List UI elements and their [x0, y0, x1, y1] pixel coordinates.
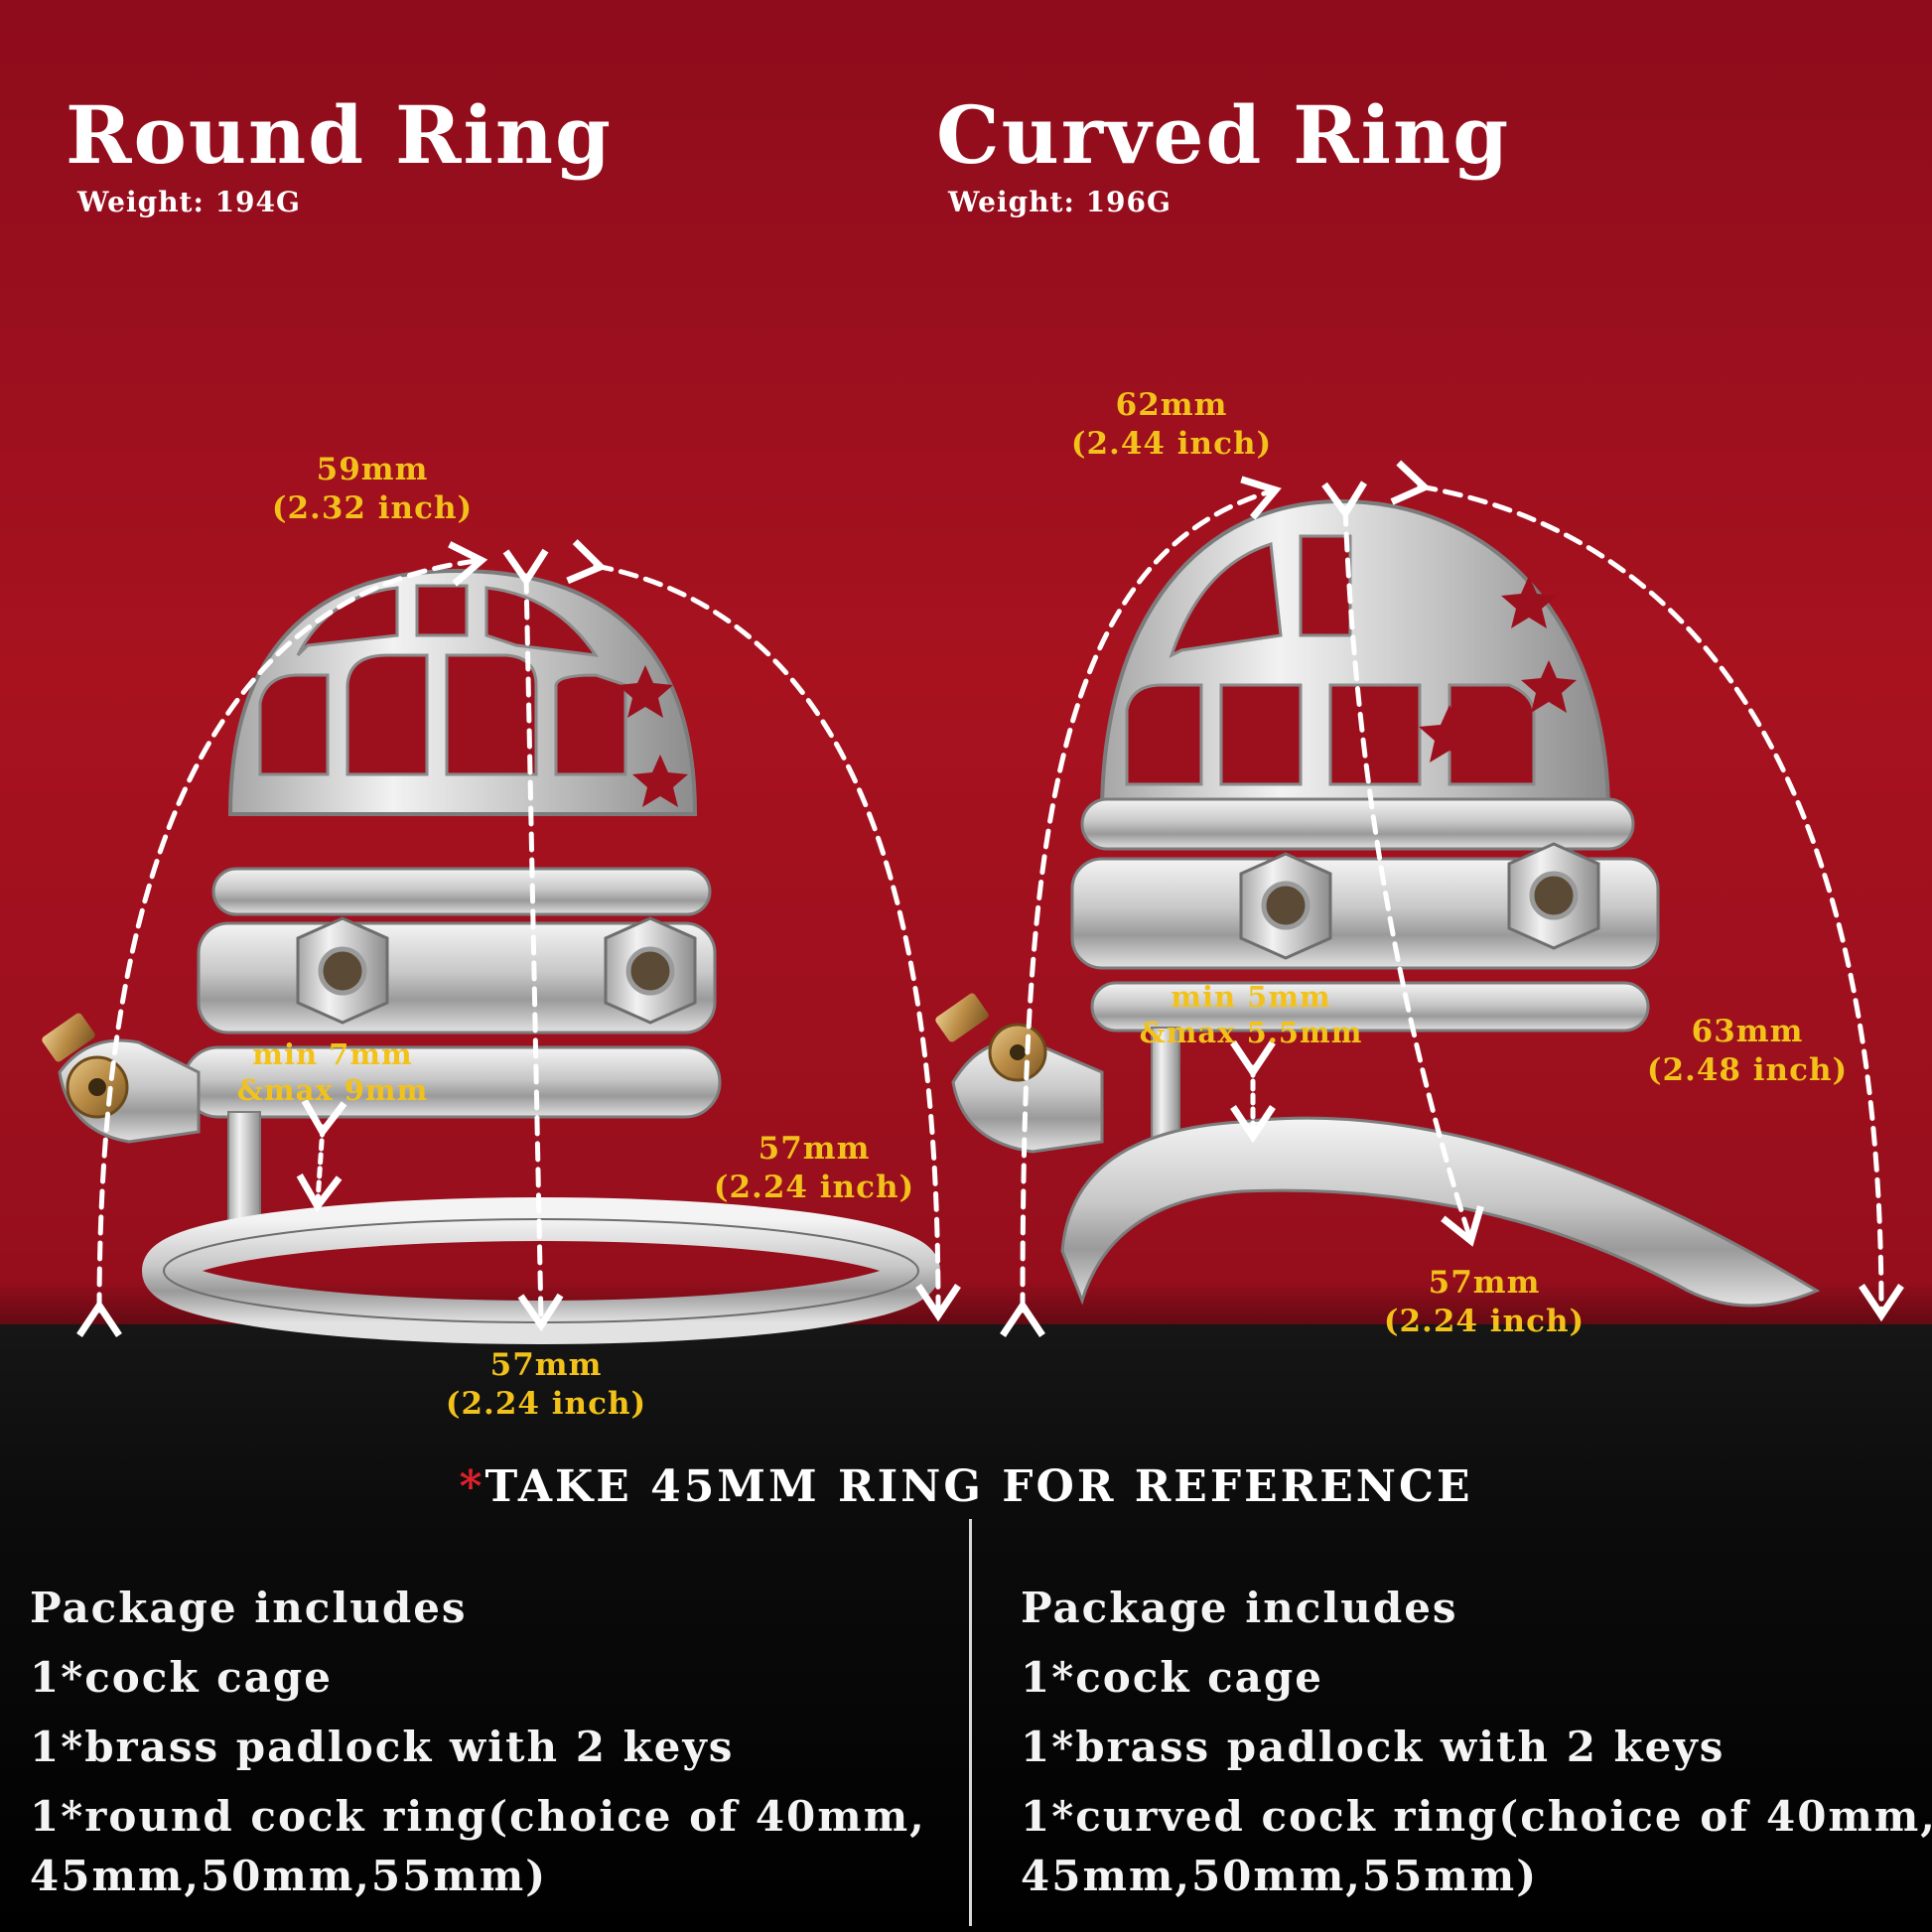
round-side-arrow [566, 539, 961, 1322]
package-item: 45mm,50mm,55mm) [30, 1852, 548, 1900]
curved-bottom-dimension: 57mm(2.24 inch) [1383, 1265, 1586, 1339]
package-item: 1*round cock ring(choice of 40mm, [30, 1792, 926, 1841]
package-list-round: Package includes 1*cock cage 1*brass pad… [30, 1574, 926, 1911]
package-list-curved: Package includes 1*cock cage 1*brass pad… [1021, 1574, 1932, 1911]
round-arc-dimension: 59mm(2.32 inch) [271, 452, 474, 526]
round-ring-cage [42, 568, 940, 1344]
package-item: 1*brass padlock with 2 keys [1021, 1723, 1725, 1771]
package-heading: Package includes [1021, 1584, 1458, 1632]
curved-height-arrow [1321, 481, 1484, 1247]
curved-ring-cage [935, 498, 1821, 1308]
reference-note-text: TAKE 45MM RING FOR REFERENCE [484, 1461, 1473, 1512]
curved-gap-dimension: min 5mm&max 5.5mm [1139, 980, 1363, 1050]
dimension-arrows [76, 460, 1904, 1337]
curved-ring-weight: Weight: 196G [948, 186, 1172, 218]
round-ring-weight: Weight: 194G [77, 186, 301, 218]
curved-arc-dimension: 62mm(2.44 inch) [1070, 387, 1273, 462]
package-item: 1*cock cage [1021, 1653, 1323, 1702]
asterisk: * [459, 1461, 485, 1512]
round-bottom-dimension: 57mm(2.24 inch) [445, 1347, 647, 1422]
curved-ring-title: Curved Ring [936, 88, 1511, 182]
package-item: 1*brass padlock with 2 keys [30, 1723, 735, 1771]
round-gap-arrow [296, 1098, 347, 1213]
curved-arc-arrow [1000, 476, 1282, 1337]
round-side-dimension: 57mm(2.24 inch) [713, 1131, 915, 1205]
round-gap-dimension: min 7mm&max 9mm [236, 1037, 429, 1108]
package-item: 45mm,50mm,55mm) [1021, 1852, 1539, 1900]
round-ring-title: Round Ring [66, 88, 613, 182]
package-item: 1*curved cock ring(choice of 40mm, [1021, 1792, 1932, 1841]
reference-note: *TAKE 45MM RING FOR REFERENCE [0, 1461, 1932, 1512]
package-item: 1*cock cage [30, 1653, 333, 1702]
package-heading: Package includes [30, 1584, 468, 1632]
round-height-arrow [502, 548, 564, 1332]
divider [969, 1519, 972, 1926]
round-arc-arrow [76, 541, 488, 1337]
curved-side-arrow [1390, 460, 1904, 1322]
dark-lower-panel [0, 1324, 1932, 1932]
curved-side-dimension: 63mm(2.48 inch) [1646, 1014, 1849, 1088]
